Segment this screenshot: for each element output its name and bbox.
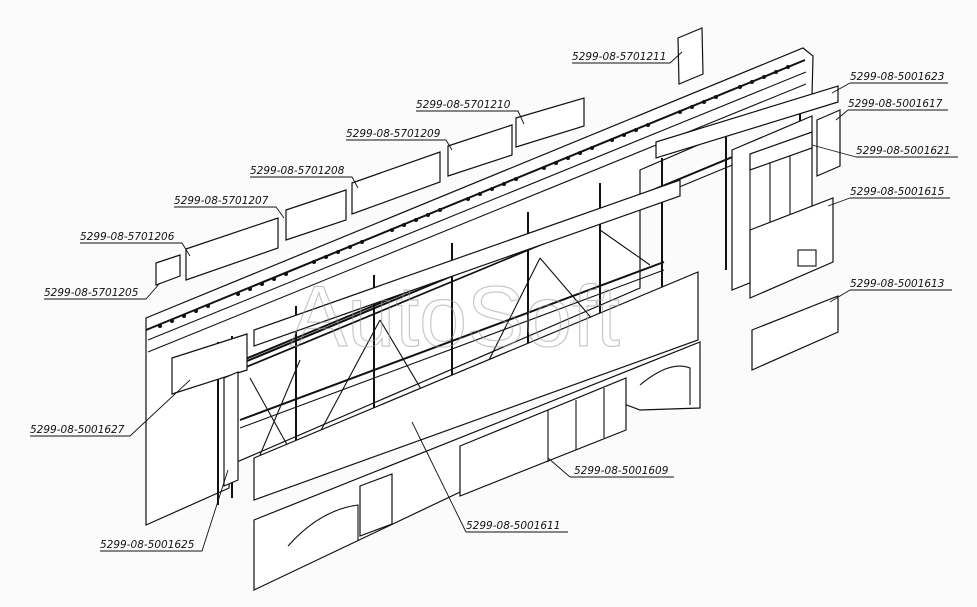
panel-5701207 bbox=[285, 189, 347, 241]
label-5001627: 5299-08-5001627 bbox=[30, 424, 125, 436]
label-5001609: 5299-08-5001609 bbox=[574, 465, 669, 477]
panel-5001621 bbox=[749, 131, 813, 171]
panel-5701205 bbox=[155, 254, 181, 286]
label-5701205: 5299-08-5701205 bbox=[44, 287, 139, 299]
panel-5701206 bbox=[185, 217, 279, 281]
panel-5701211 bbox=[677, 27, 704, 85]
label-5001611: 5299-08-5001611 bbox=[466, 520, 560, 532]
panel-5701210 bbox=[515, 97, 585, 148]
label-5701208: 5299-08-5701208 bbox=[250, 165, 345, 177]
strip-middle bbox=[253, 179, 681, 347]
leader-lines bbox=[30, 51, 958, 552]
panel-5001627 bbox=[171, 333, 248, 395]
panel-5701208 bbox=[351, 151, 441, 215]
panel-5001617 bbox=[816, 109, 841, 177]
panel-5001609 bbox=[459, 377, 627, 497]
panel-5001611 bbox=[253, 271, 699, 501]
label-5701206: 5299-08-5701206 bbox=[80, 231, 175, 243]
part-labels: 5299-08-5701211 5299-08-5701210 5299-08-… bbox=[30, 51, 950, 551]
frame-outline bbox=[145, 47, 814, 526]
panels bbox=[155, 27, 841, 591]
post-5001625 bbox=[223, 371, 239, 487]
label-5701210: 5299-08-5701210 bbox=[416, 99, 511, 111]
panel-5001615 bbox=[749, 197, 834, 299]
label-5001625: 5299-08-5001625 bbox=[100, 539, 195, 551]
rail-5001623 bbox=[655, 85, 839, 159]
label-5001623: 5299-08-5001623 bbox=[850, 71, 944, 83]
panel-5001613 bbox=[751, 295, 839, 371]
label-5001621: 5299-08-5001621 bbox=[856, 145, 950, 157]
panel-small-door bbox=[359, 473, 393, 537]
panel-5001615-opening bbox=[797, 249, 817, 267]
label-5701211: 5299-08-5701211 bbox=[572, 51, 666, 63]
label-5001615: 5299-08-5001615 bbox=[850, 186, 945, 198]
label-5701209: 5299-08-5701209 bbox=[346, 128, 441, 140]
panel-5701209 bbox=[447, 124, 513, 177]
label-5701207: 5299-08-5701207 bbox=[174, 195, 269, 207]
label-5001617: 5299-08-5001617 bbox=[848, 98, 943, 110]
watermark: AutoSoft bbox=[290, 269, 620, 365]
label-5001613: 5299-08-5001613 bbox=[850, 278, 944, 290]
